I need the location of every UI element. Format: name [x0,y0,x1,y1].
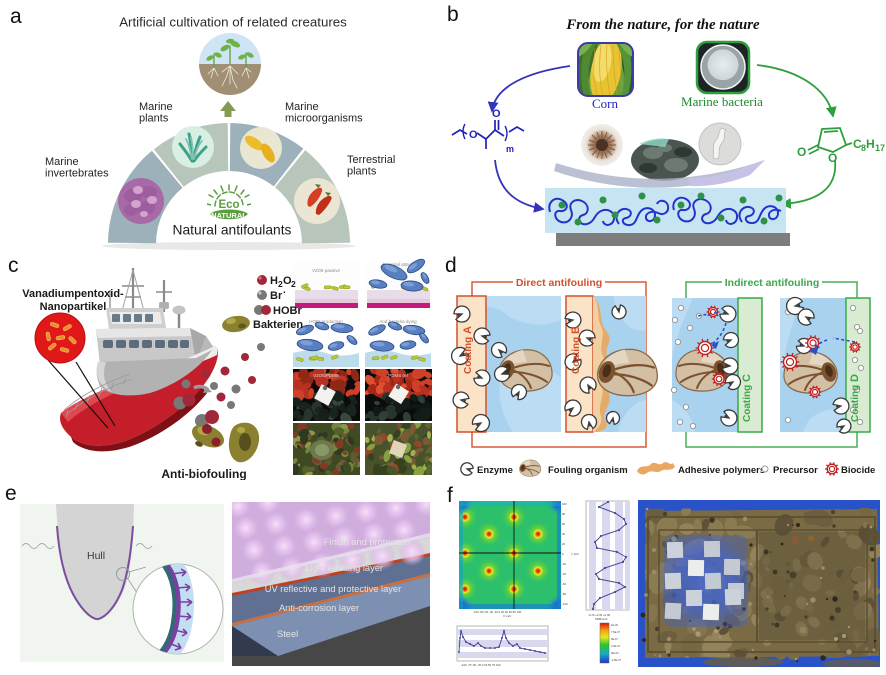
svg-text:b: b [447,3,459,26]
svg-text:8: 8 [861,143,866,153]
svg-text:7.5E-07: 7.5E-07 [611,630,621,634]
svg-text:O: O [283,275,292,287]
svg-text:Vanadiumpentoxid-: Vanadiumpentoxid- [22,288,124,300]
svg-text:Marine: Marine [285,101,319,113]
svg-text:V2O5/PDMS: V2O5/PDMS [313,373,339,378]
svg-text:Coating A: Coating A [462,326,474,374]
svg-text:Nanopartikel: Nanopartikel [40,301,107,313]
svg-text:Anti-biofouling: Anti-biofouling [161,467,246,480]
svg-text:0E+00: 0E+00 [611,651,619,655]
svg-text:m: m [506,144,514,154]
svg-text:Artificial cultivation of rela: Artificial cultivation of related creatu… [119,15,347,30]
svg-text:HOBr: HOBr [273,305,302,317]
svg-text:Marine: Marine [45,156,79,168]
svg-text:Hull: Hull [87,550,105,562]
svg-text:2.5E-07: 2.5E-07 [611,644,621,648]
svg-text:Fouling organism: Fouling organism [548,465,628,476]
svg-text:Steel: Steel [277,629,298,639]
svg-text:-100 -75 -50 -25 0 25: -100 -75 -50 -25 0 25 50 75 100 [461,663,501,667]
svg-text:O: O [492,108,501,120]
svg-text:Terrestrial: Terrestrial [347,154,395,166]
svg-text:Enzyme: Enzyme [477,465,513,476]
svg-text:Br: Br [270,290,283,302]
svg-text:PDMS ref: PDMS ref [388,373,408,378]
svg-text:NATURAL: NATURAL [211,211,247,220]
svg-text:100: 100 [562,502,567,506]
svg-text:V2O5 passive: V2O5 passive [312,268,341,273]
svg-text:Eco: Eco [218,199,239,211]
svg-text:Coating D: Coating D [849,374,861,422]
svg-text:UV reflective and protective l: UV reflective and protective layer [265,584,401,594]
svg-text:a: a [10,5,22,28]
svg-text:Light emitting layer: Light emitting layer [305,563,383,573]
svg-text:invertebrates: invertebrates [45,168,109,180]
svg-text:C: C [853,137,862,151]
svg-text:O: O [797,145,806,159]
svg-text:Y, keV: Y, keV [571,552,579,556]
svg-text:Natural antifoulants: Natural antifoulants [173,223,292,238]
svg-text:-60: -60 [562,582,566,586]
svg-text:Indirect antifouling: Indirect antifouling [725,277,820,289]
svg-text:20: 20 [562,542,566,546]
svg-text:Precursor: Precursor [773,465,818,476]
svg-text:Anti-corrosion layer: Anti-corrosion layer [279,603,359,613]
svg-text:Corn: Corn [592,96,619,111]
svg-text:-40: -40 [562,572,566,576]
svg-text:80: 80 [562,512,566,516]
svg-text:-2.5E-07: -2.5E-07 [611,658,622,662]
svg-text:60: 60 [562,522,566,526]
svg-text:2: 2 [291,279,296,289]
svg-text:O: O [469,129,478,141]
svg-text:40: 40 [562,532,566,536]
svg-text:17: 17 [875,143,885,153]
svg-text:0: 0 [562,552,564,556]
svg-text:Coating C: Coating C [741,374,753,422]
svg-text:H: H [866,137,875,151]
svg-text:1E-06: 1E-06 [611,623,618,627]
svg-text:Adhesive polymers: Adhesive polymers [678,465,765,476]
svg-text:e: e [5,482,17,505]
svg-text:5E-07: 5E-07 [611,637,618,641]
svg-text:f: f [447,484,453,507]
svg-text:c: c [8,254,19,277]
svg-text:O: O [828,151,837,165]
svg-text:plants: plants [139,113,169,125]
svg-text:-80: -80 [562,592,566,596]
svg-text:bacterial attack: bacterial attack [383,262,414,267]
svg-text:-100: -100 [562,602,568,606]
svg-text:And bacteria dying: And bacteria dying [379,319,417,324]
svg-text:Marine: Marine [139,101,173,113]
svg-text:Biocide: Biocide [841,465,875,476]
svg-text:SDM/nm2: SDM/nm2 [595,617,608,621]
svg-text:From the nature, for the natur: From the nature, for the nature [565,17,760,33]
svg-text:Coating B: Coating B [570,326,582,374]
svg-text:-100 -80 -60 -40 -20 0 20 40 6: -100 -80 -60 -40 -20 0 20 40 60 80 100 [473,610,522,614]
svg-text:.: . [283,285,286,296]
svg-text:HOBr production: HOBr production [309,319,343,324]
svg-text:Bakterien: Bakterien [253,319,303,331]
svg-text:X, keV: X, keV [503,614,511,618]
svg-text:microorganisms: microorganisms [285,113,363,125]
svg-text:Direct antifouling: Direct antifouling [516,277,602,289]
svg-text:Marine bacteria: Marine bacteria [681,94,763,109]
svg-text:d: d [445,254,457,277]
svg-text:-0.15 +0.05 +0.06: -0.15 +0.05 +0.06 [588,613,611,617]
svg-text:-20: -20 [562,562,566,566]
svg-text:Finish and protection: Finish and protection [324,537,410,547]
svg-text:plants: plants [347,166,377,178]
svg-text:H: H [270,275,278,287]
svg-text:2: 2 [278,279,283,289]
